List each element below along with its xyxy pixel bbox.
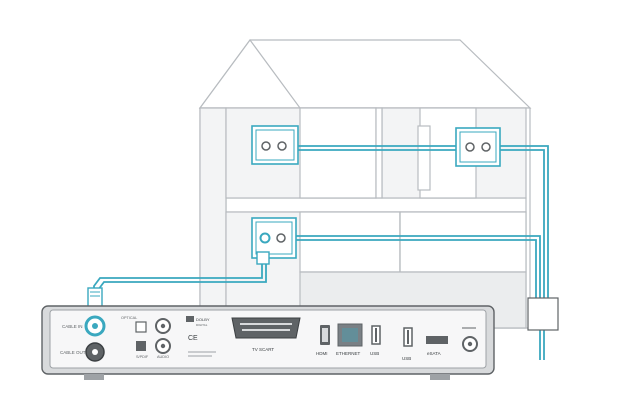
- usb-left-label: USB: [370, 351, 379, 356]
- optical-port: [135, 321, 147, 333]
- wall-outlet-icon: [261, 141, 271, 151]
- wall-outlet-lower: [251, 217, 297, 265]
- spdif-port: [136, 341, 146, 351]
- dolby-icon: [186, 316, 194, 322]
- ethernet-port: [337, 323, 363, 347]
- receiver-plug: [87, 287, 103, 309]
- hdmi-label: HDMI: [316, 351, 328, 356]
- set-top-box: CABLE IN CABLE OUT OPTICAL S/PDIF AUDIO …: [41, 305, 495, 380]
- optical-label: OPTICAL: [121, 316, 137, 320]
- dolby-sub-label: DIGITAL: [196, 323, 208, 327]
- esata-label: eSATA: [427, 351, 441, 356]
- coax-plug-icon: [256, 251, 270, 265]
- cable-in-label: CABLE IN: [62, 324, 83, 329]
- ce-mark: CE: [188, 335, 198, 342]
- dolby-label: DOLBY: [196, 317, 210, 322]
- cable-out-label: CABLE OUT: [60, 350, 86, 355]
- audio-label: AUDIO: [157, 355, 169, 359]
- esata-port: [426, 336, 448, 344]
- house-outline-icon: [198, 38, 532, 329]
- spdif-label: S/PDIF: [136, 355, 149, 359]
- splitter-icon: [527, 297, 559, 331]
- wall-outlet-upper-right: [455, 127, 501, 167]
- tv-scart-label: TV SCART: [252, 347, 274, 352]
- tv-scart-port: [231, 317, 301, 339]
- ethernet-label: ETHERNET: [336, 351, 361, 356]
- usb-right-label: USB: [402, 356, 411, 361]
- wall-outlet-upper-left: [251, 125, 299, 165]
